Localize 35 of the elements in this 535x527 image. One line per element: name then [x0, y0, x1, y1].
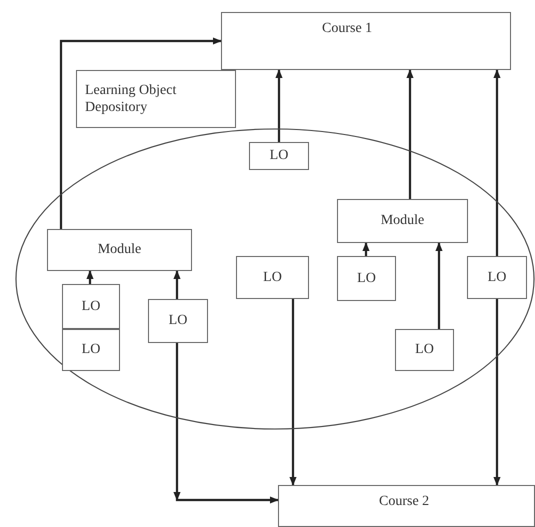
label-box — [76, 70, 236, 128]
course-box — [221, 12, 511, 70]
arrow — [86, 270, 94, 284]
box-label: Learning Object Depository — [85, 82, 178, 116]
course-box — [278, 485, 535, 527]
learning-object-box — [148, 299, 208, 343]
arrow — [173, 270, 181, 299]
module-box — [337, 199, 468, 243]
arrow — [275, 69, 283, 142]
box-label: LO — [82, 298, 100, 314]
box-label: Course 2 — [379, 494, 430, 510]
learning-object-box — [236, 256, 309, 299]
learning-object-box — [249, 142, 309, 170]
box-label: LO — [488, 270, 506, 286]
box-label: LO — [415, 342, 434, 358]
arrow — [174, 343, 278, 504]
learning-object-box — [395, 329, 454, 371]
module-box — [47, 229, 192, 271]
box-label: LO — [357, 270, 376, 286]
arrow — [435, 242, 443, 329]
arrow — [362, 242, 370, 256]
box-label: LO — [270, 148, 288, 164]
arrow — [289, 299, 297, 486]
box-label: Module — [98, 242, 142, 258]
box-label: LO — [263, 270, 282, 286]
learning-object-box — [337, 256, 396, 301]
arrow — [406, 69, 414, 199]
arrow — [60, 37, 222, 229]
arrow — [493, 299, 501, 486]
learning-object-box — [62, 284, 120, 329]
box-label: Module — [380, 213, 424, 229]
box-label: Course 1 — [322, 21, 372, 37]
arrow — [493, 69, 501, 256]
box-label: LO — [168, 313, 188, 329]
box-label: LO — [82, 342, 100, 358]
